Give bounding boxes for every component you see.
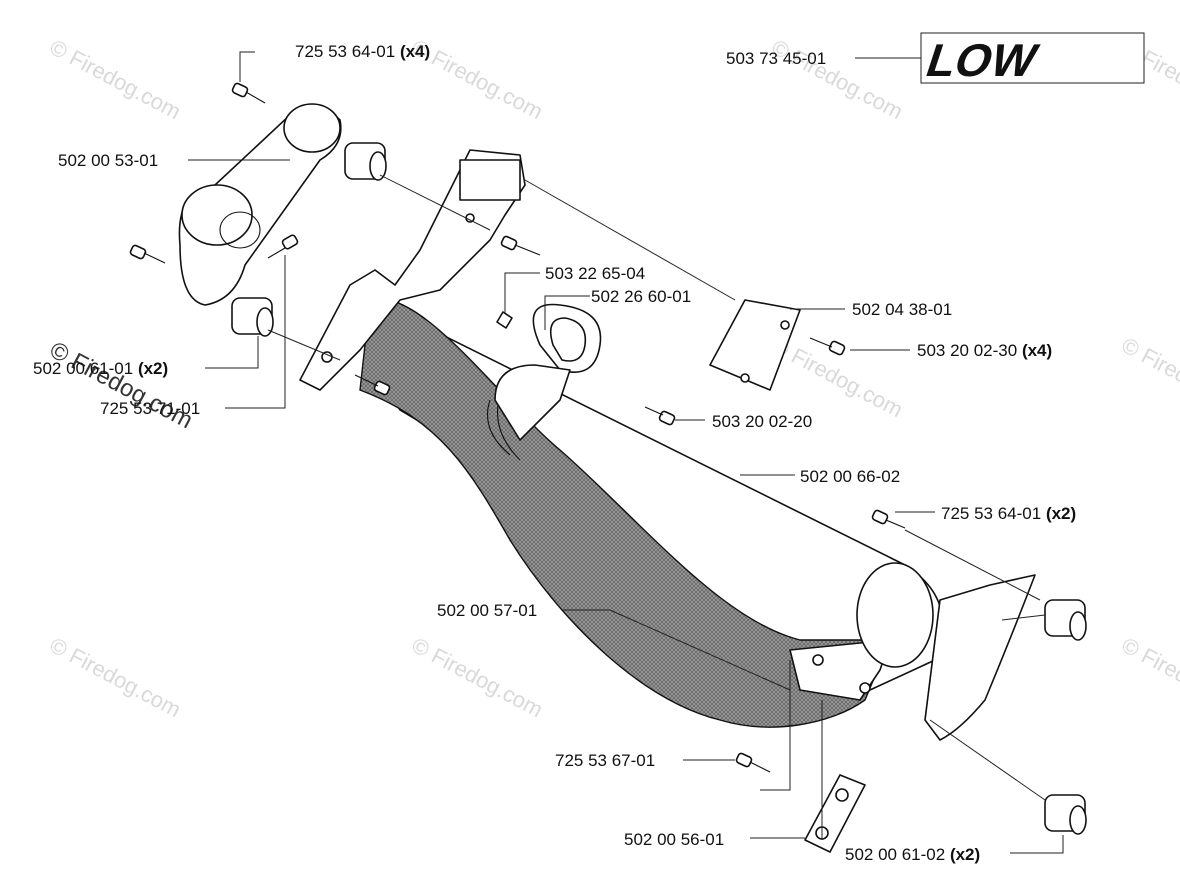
d-ring-handle: [494, 303, 602, 441]
end-nozzle: [856, 562, 1036, 741]
small-clip: [496, 311, 513, 329]
lock-plate: [804, 774, 866, 853]
watermark-text: © Firedog.com: [768, 34, 907, 124]
label-502-00-61-02-x2: 502 00 61-02 (x2): [845, 845, 980, 864]
label-725-53-71-01: 725 53 71-01: [100, 399, 200, 418]
label-503-73-45-01: 503 73 45-01: [726, 49, 826, 68]
label-503-20-02-30-x4: 503 20 02-30 (x4): [917, 341, 1052, 360]
low-logo: LOW: [920, 32, 1145, 87]
screw-725-53-64-01-right: [871, 509, 906, 529]
plate-hole: [812, 654, 824, 666]
label-502-00-53-01: 502 00 53-01: [58, 151, 158, 170]
screw-bracket: [500, 235, 541, 256]
label-502-00-56-01: 502 00 56-01: [624, 830, 724, 849]
label-725-53-67-01: 725 53 67-01: [555, 751, 655, 770]
logo-lettering: LOW: [920, 35, 1045, 87]
screw-lower-left: [354, 374, 391, 396]
label-503-20-02-20: 503 20 02-20: [712, 412, 812, 431]
clamp-block: [709, 299, 801, 391]
label-503-22-65-04: 503 22 65-04: [545, 264, 645, 283]
plate-hole: [859, 682, 871, 694]
label-502-00-61-01-x2: 502 00 61-01 (x2): [33, 359, 168, 378]
leader-lines: [188, 51, 1064, 854]
part-labels: 725 53 64-01 (x4) 503 73 45-01 502 00 53…: [33, 42, 1076, 864]
watermark-text: © Firedog.com: [1118, 332, 1180, 422]
screw-725-53-67-01: [735, 752, 771, 773]
label-725-53-64-01-x4: 725 53 64-01 (x4): [295, 42, 430, 61]
spacer-cylinder: [231, 297, 274, 337]
lever-arm: [178, 103, 342, 306]
watermark-text: © Firedog.com: [46, 34, 185, 124]
watermark-text: © Firedog.com: [46, 632, 185, 722]
label-502-04-38-01: 502 04 38-01: [852, 300, 952, 319]
spacer-cylinder: [1044, 599, 1087, 641]
label-502-26-60-01: 502 26 60-01: [591, 287, 691, 306]
watermark-text-dark: © Firedog.com: [45, 336, 197, 434]
screw-725-53-64-01-top: [231, 82, 266, 104]
screw-503-20-02-20: [644, 406, 676, 426]
watermark-text: © Firedog.com: [408, 632, 547, 722]
label-502-00-57-01: 502 00 57-01: [437, 601, 537, 620]
screw-725-53-71-01: [129, 244, 166, 264]
label-725-53-64-01-x2: 725 53 64-01 (x2): [941, 504, 1076, 523]
label-502-00-66-02: 502 00 66-02: [800, 467, 900, 486]
watermark-text: © Firedog.com: [1118, 632, 1180, 722]
spacer-cylinder: [344, 142, 387, 181]
screw-503-20-02-30: [809, 337, 846, 356]
spacer-cylinder: [1044, 794, 1087, 835]
screw-aux: [267, 234, 299, 259]
handle-bracket: [299, 149, 526, 391]
